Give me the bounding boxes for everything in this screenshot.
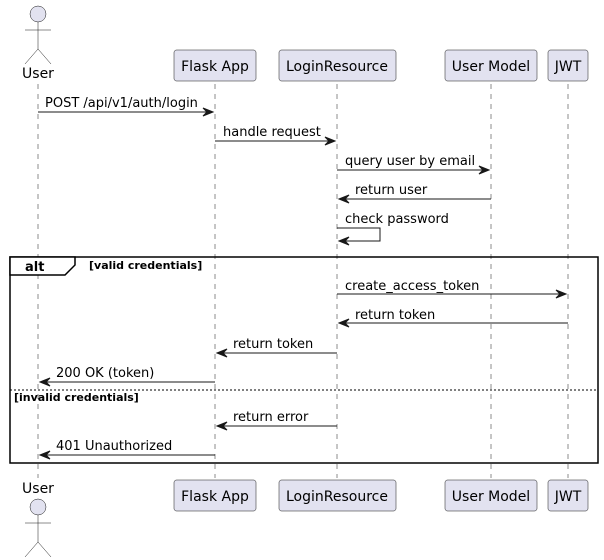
message-handle-request: handle request <box>215 125 337 146</box>
participant-box <box>278 479 397 512</box>
message-label: return token <box>355 308 435 323</box>
message-return-token-jwt: return token <box>337 308 568 328</box>
message-check-password: check password <box>337 212 449 246</box>
alt-fragment-keyword: alt <box>25 260 44 275</box>
message-label: handle request <box>223 125 321 140</box>
alt-guard-invalid: [invalid credentials] <box>14 391 139 404</box>
participant-box <box>444 49 538 82</box>
message-label: create_access_token <box>345 279 479 294</box>
participant-label-flask-app: Flask App <box>181 489 249 505</box>
arrowhead-icon <box>555 289 568 299</box>
message-label: 200 OK (token) <box>56 366 154 381</box>
participant-label-login-resource: LoginResource <box>286 489 388 505</box>
participant-heads-bottom: User Flask App LoginResource User Model … <box>22 479 589 558</box>
messages: POST /api/v1/auth/login handle request q… <box>38 96 568 460</box>
message-label: POST /api/v1/auth/login <box>45 96 198 111</box>
participant-label-jwt: JWT <box>554 59 582 75</box>
actor-user-top: User <box>22 5 54 82</box>
participant-label-user-model: User Model <box>452 489 530 505</box>
participant-label-user-model: User Model <box>452 59 530 75</box>
participant-jwt-bottom: JWT <box>547 479 589 512</box>
participant-heads-top: User Flask App LoginResource User Model … <box>22 5 589 82</box>
participant-box <box>444 479 538 512</box>
participant-box <box>173 479 257 512</box>
alt-fragment-border <box>9 256 599 464</box>
message-create-access-token: create_access_token <box>337 279 568 299</box>
message-return-token-login: return token <box>215 337 337 358</box>
message-label: return user <box>355 183 428 198</box>
message-200-ok: 200 OK (token) <box>38 366 215 387</box>
arrowhead-icon <box>324 136 337 146</box>
participant-label-user: User <box>22 481 54 497</box>
arrowhead-icon <box>337 318 350 328</box>
arrowhead-icon <box>202 107 215 117</box>
message-label: check password <box>345 212 449 227</box>
alt-fragment-tab <box>9 256 76 276</box>
arrowhead-icon <box>215 348 228 358</box>
participant-box <box>547 479 589 512</box>
message-query-user: query user by email <box>337 154 491 175</box>
actor-figure-icon <box>24 498 52 558</box>
arrowhead-icon <box>38 377 51 387</box>
message-label: 401 Unauthorized <box>56 439 172 454</box>
participant-label-jwt: JWT <box>554 489 582 505</box>
message-label: return token <box>233 337 313 352</box>
alt-guard-valid: [valid credentials] <box>89 259 202 272</box>
message-post-login: POST /api/v1/auth/login <box>38 96 215 117</box>
participant-flask-app-bottom: Flask App <box>173 479 257 512</box>
participant-user-model-bottom: User Model <box>444 479 538 512</box>
arrowhead-icon <box>337 236 350 246</box>
arrowhead-icon <box>337 194 350 204</box>
arrowhead-icon <box>215 421 228 431</box>
message-label: return error <box>233 410 309 425</box>
message-return-error: return error <box>215 410 337 431</box>
participant-box <box>547 49 589 82</box>
arrowhead-icon <box>478 165 491 175</box>
participant-flask-app-top: Flask App <box>173 49 257 82</box>
participant-jwt-top: JWT <box>547 49 589 82</box>
actor-user-bottom: User <box>22 481 54 558</box>
arrowhead-icon <box>38 450 51 460</box>
participant-box <box>173 49 257 82</box>
message-return-user: return user <box>337 183 491 204</box>
participant-label-user: User <box>22 66 54 82</box>
participant-login-resource-bottom: LoginResource <box>278 479 397 512</box>
participant-box <box>278 49 397 82</box>
message-401-unauthorized: 401 Unauthorized <box>38 439 215 460</box>
participant-login-resource-top: LoginResource <box>278 49 397 82</box>
message-line <box>337 227 381 242</box>
message-label: query user by email <box>345 154 475 169</box>
actor-figure-icon <box>24 5 52 65</box>
alt-fragment: alt [valid credentials] [invalid credent… <box>9 256 599 464</box>
participant-user-model-top: User Model <box>444 49 538 82</box>
participant-label-login-resource: LoginResource <box>286 59 388 75</box>
participant-label-flask-app: Flask App <box>181 59 249 75</box>
